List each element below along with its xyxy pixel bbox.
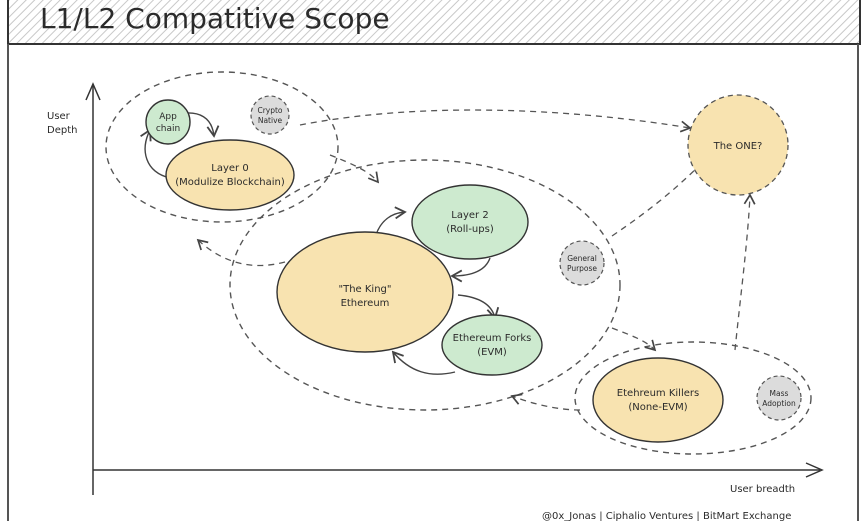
y-axis-label-2: Depth — [47, 125, 77, 136]
node-label: (Roll-ups) — [446, 224, 494, 235]
node-label: Crypto — [257, 106, 282, 115]
node-label: Layer 0 — [211, 163, 248, 174]
node-label: "The King" — [339, 284, 392, 295]
node-label: Purpose — [567, 264, 597, 273]
node-label: Ethereum Forks — [453, 333, 532, 344]
node-label: (None-EVM) — [628, 402, 687, 413]
dashed-connectors — [196, 109, 756, 411]
node-ethereum: "The King" Ethereum — [276, 231, 454, 353]
node-label: Ethereum — [341, 298, 390, 309]
node-label: chain — [156, 124, 180, 134]
y-axis: User Depth — [47, 82, 101, 495]
node-label: (EVM) — [477, 347, 507, 358]
group-eth-killers — [574, 341, 812, 455]
node-label: Layer 2 — [451, 210, 488, 221]
node-label: Etehreum Killers — [617, 388, 699, 399]
node-the-one: The ONE? — [687, 94, 789, 196]
node-layer0: Layer 0 (Modulize Blockchain) — [165, 139, 295, 211]
x-axis: User breadth — [93, 462, 824, 495]
node-layer2: Layer 2 (Roll-ups) — [411, 184, 529, 260]
node-crypto-native: Crypto Native — [250, 95, 290, 135]
node-label: App — [159, 112, 177, 122]
footer-credits: @0x_Jonas | Ciphalio Ventures | BitMart … — [542, 511, 791, 521]
x-axis-label: User breadth — [730, 484, 795, 495]
node-label: Mass — [770, 389, 789, 398]
node-general-purpose: General Purpose — [559, 240, 605, 286]
y-axis-label-1: User — [47, 111, 71, 122]
group-layer0 — [105, 71, 339, 223]
node-label: General — [567, 254, 597, 263]
node-label: Adoption — [762, 399, 796, 408]
group-ethereum — [229, 159, 621, 411]
node-label: The ONE? — [713, 141, 763, 152]
node-app-chain: App chain — [145, 99, 191, 145]
title-banner: L1/L2 Compatitive Scope — [7, 0, 861, 45]
node-label: (Modulize Blockchain) — [175, 177, 285, 188]
node-eth-forks: Ethereum Forks (EVM) — [441, 314, 543, 376]
node-eth-killers: Etehreum Killers (None-EVM) — [592, 357, 724, 443]
node-mass-adoption: Mass Adoption — [756, 375, 802, 421]
page-title: L1/L2 Compatitive Scope — [40, 2, 390, 35]
node-label: Native — [258, 116, 283, 125]
